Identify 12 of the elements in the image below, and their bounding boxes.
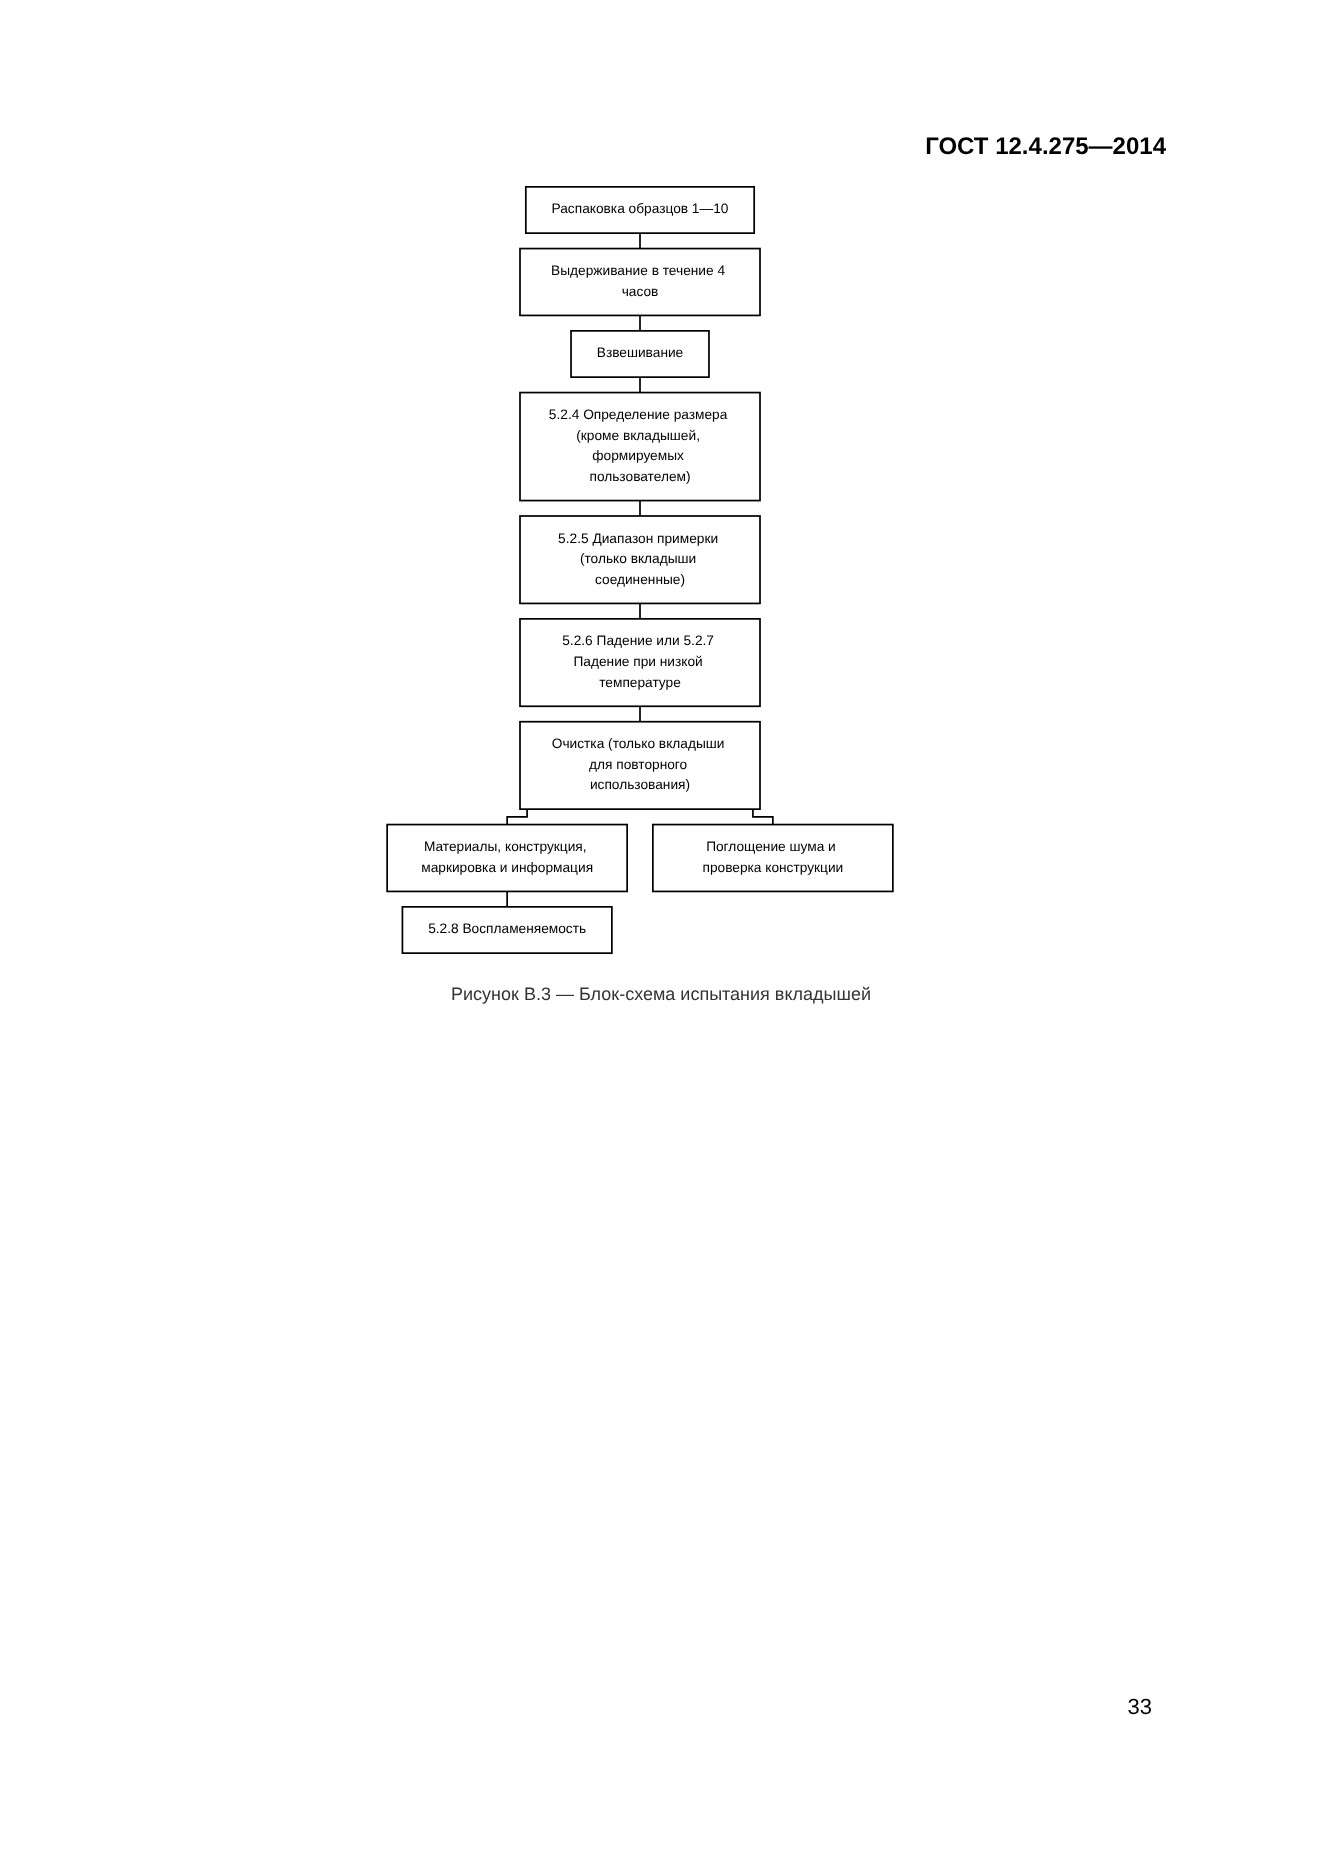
figure-caption: Рисунок В.3 — Блок-схема испытания вкладышей	[449, 984, 873, 1004]
connector	[639, 232, 641, 250]
connector	[752, 808, 774, 826]
connector	[639, 499, 641, 517]
connector	[506, 808, 528, 826]
page-number: 33	[1127, 1696, 1152, 1720]
connector	[506, 890, 508, 908]
connector	[639, 602, 641, 620]
connector	[639, 705, 641, 723]
document-header: ГОСТ 12.4.275—2014	[925, 132, 1166, 160]
connector	[639, 314, 641, 332]
connector	[639, 376, 641, 394]
